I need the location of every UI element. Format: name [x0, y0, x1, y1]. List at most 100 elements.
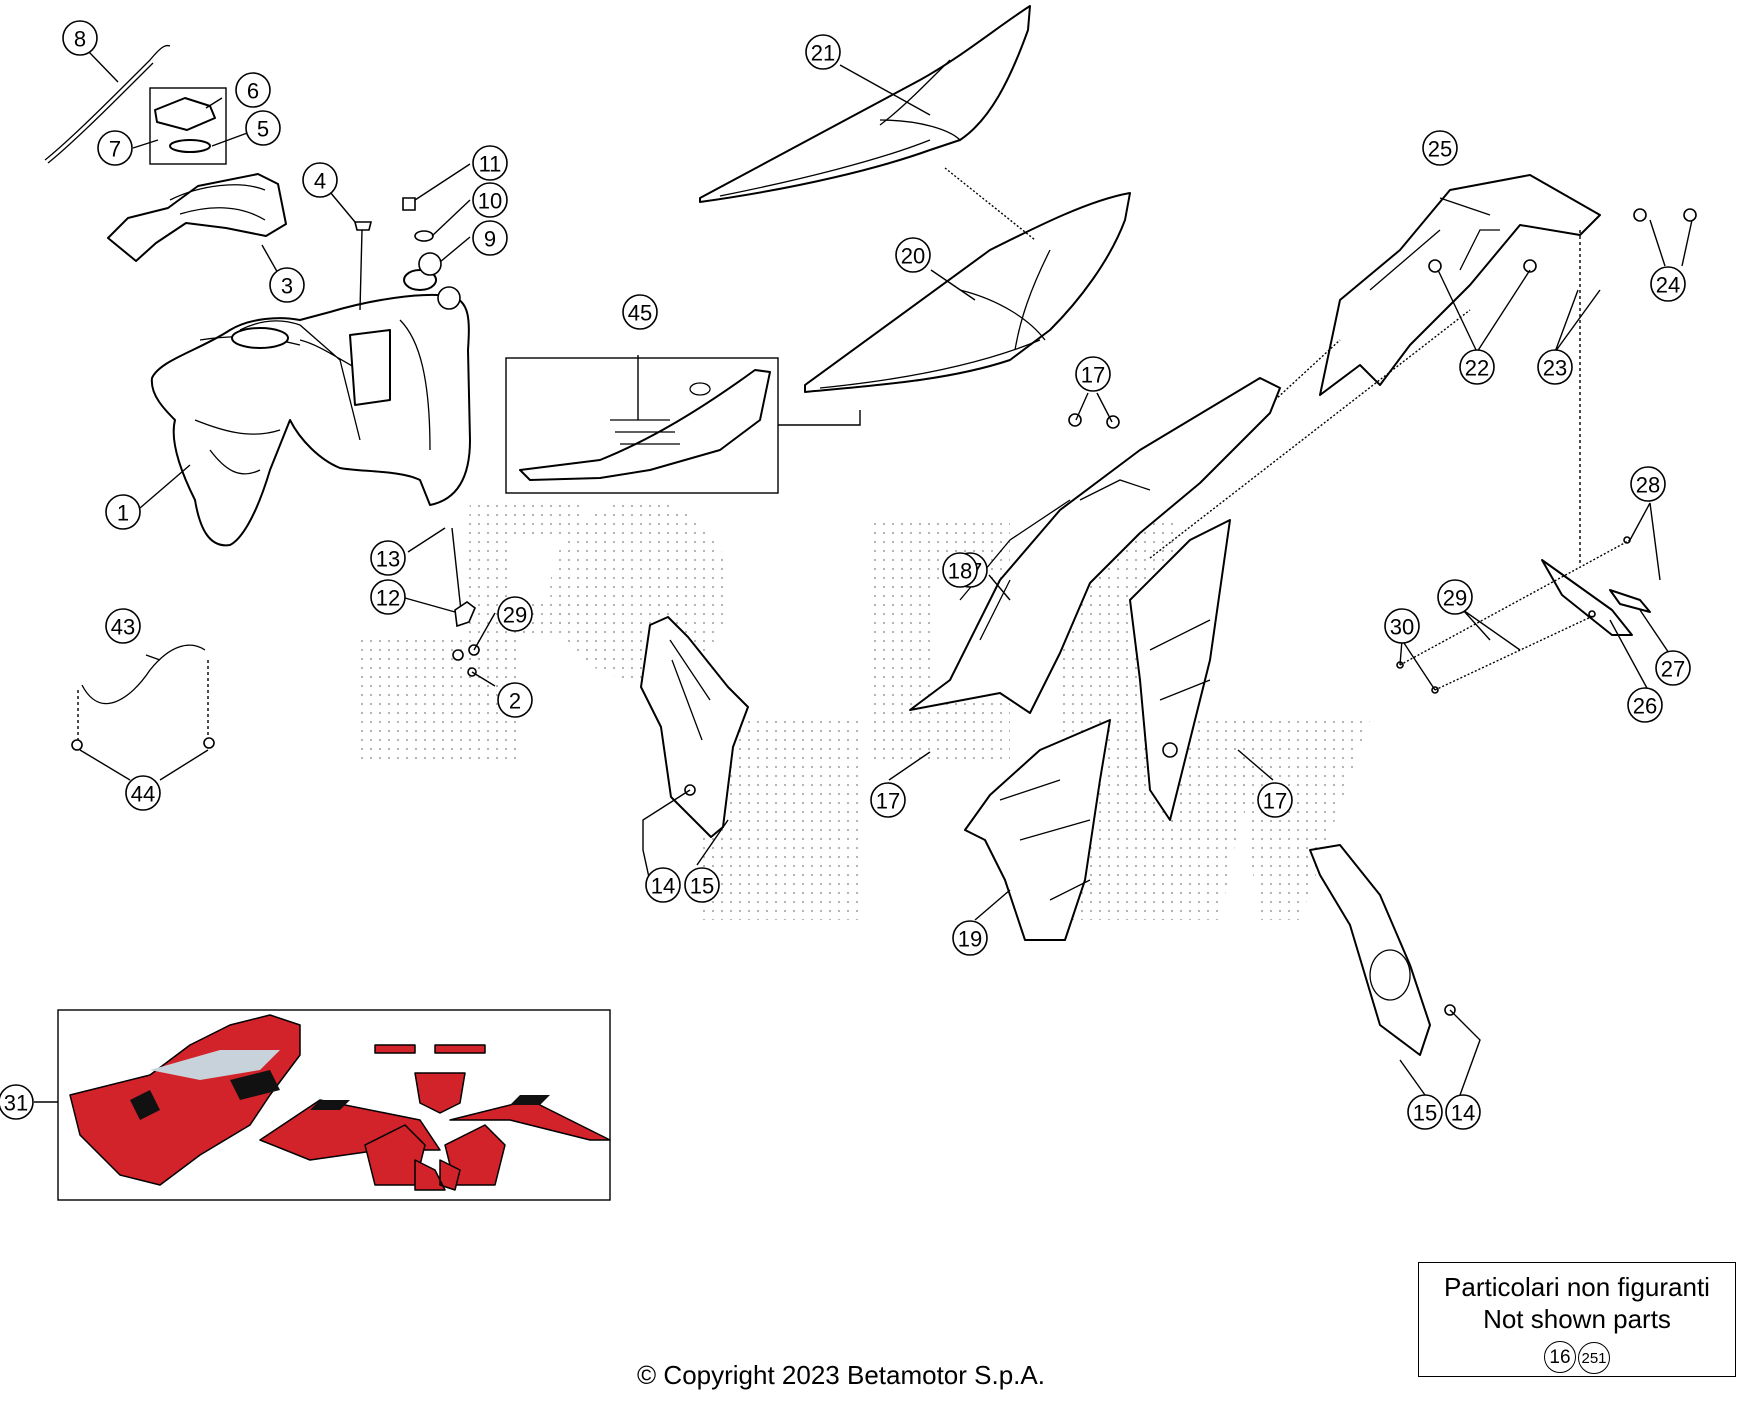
callout-22: 22: [1459, 349, 1495, 385]
callout-20: 20: [895, 237, 931, 273]
callout-23: 23: [1537, 349, 1573, 385]
callout-9: 9: [472, 220, 508, 256]
seat-cover-21: [699, 5, 1031, 203]
callout-45: 45: [622, 294, 658, 330]
note-line-italian: Particolari non figuranti: [1444, 1272, 1710, 1302]
callout-1: 1: [105, 494, 141, 530]
body-panels: [640, 174, 1697, 1056]
callout-number: 19: [958, 927, 982, 952]
callout-31: 31: [0, 1084, 34, 1120]
fuel-tank: [150, 293, 471, 547]
decal-kit: [34, 1009, 611, 1201]
callout-number: 2: [509, 689, 521, 714]
callout-25: 25: [1422, 130, 1458, 166]
callout-number: 8: [74, 27, 86, 52]
callout-2: 2: [497, 682, 533, 718]
callout-number: 3: [281, 274, 293, 299]
callout-number: 9: [484, 227, 496, 252]
fuel-hose: [71, 644, 215, 751]
callout-number: 29: [503, 603, 527, 628]
callout-labels: 1234567891011121314151717171718192021222…: [0, 20, 1691, 1130]
side-panel-left: [640, 616, 749, 838]
callout-number: 17: [1263, 789, 1287, 814]
callout-number: 5: [257, 117, 269, 142]
callout-number: 1: [117, 501, 129, 526]
callout-number: 21: [811, 41, 835, 66]
callout-number: 28: [1636, 473, 1660, 498]
callout-30: 30: [1384, 608, 1420, 644]
callout-13: 13: [370, 540, 406, 576]
callout-11: 11: [472, 145, 508, 181]
callout-44: 44: [125, 775, 161, 811]
callout-3: 3: [269, 267, 305, 303]
callout-number: 20: [901, 244, 925, 269]
callout-number: 11: [479, 152, 502, 177]
breather-tube: [44, 44, 171, 161]
ref-callout: 16: [1544, 1341, 1576, 1373]
callout-12: 12: [370, 579, 406, 615]
callout-number: 14: [651, 874, 675, 899]
callout-number: 13: [376, 547, 400, 572]
callout-17: 17: [870, 782, 906, 818]
side-panel-19: [964, 719, 1111, 941]
callout-28: 28: [1630, 466, 1666, 502]
fuel-tank-group: [44, 44, 480, 677]
leader-lines: [79, 51, 1693, 1096]
callout-number: 15: [1413, 1101, 1437, 1126]
callout-number: 23: [1543, 356, 1567, 381]
copyright-text: © Copyright 2023 Betamotor S.p.A.: [637, 1360, 1045, 1390]
callout-number: 12: [376, 586, 400, 611]
callout-number: 30: [1390, 615, 1414, 640]
callout-19: 19: [952, 920, 988, 956]
note-line-english: Not shown parts: [1483, 1304, 1671, 1334]
callout-5: 5: [245, 110, 281, 146]
filler-cap-6: [154, 97, 216, 131]
rear-fender: [909, 377, 1281, 714]
callout-7: 7: [97, 130, 133, 166]
callout-14: 14: [645, 867, 681, 903]
callout-number: 22: [1465, 356, 1489, 381]
callout-21: 21: [805, 34, 841, 70]
side-panel-right: [1309, 844, 1431, 1056]
callout-17: 17: [1257, 782, 1293, 818]
callout-number: 17: [876, 789, 900, 814]
callout-27: 27: [1655, 650, 1691, 686]
gasket-5: [169, 139, 211, 153]
callout-number: 45: [628, 301, 652, 326]
callout-number: 15: [690, 874, 714, 899]
callout-number: 25: [1428, 137, 1452, 162]
callout-number: 14: [1451, 1101, 1475, 1126]
callout-number: 6: [247, 79, 259, 104]
callout-number: 10: [478, 189, 502, 214]
callout-number: 29: [1443, 586, 1467, 611]
callout-4: 4: [302, 162, 338, 198]
callout-number: 7: [109, 137, 121, 162]
callout-29: 29: [497, 596, 533, 632]
decal-tank-left: [69, 1014, 301, 1186]
callout-number: 24: [1656, 273, 1680, 298]
tank-cover: [107, 173, 287, 262]
callout-8: 8: [62, 20, 98, 56]
callout-number: 18: [948, 559, 972, 584]
callout-26: 26: [1627, 687, 1663, 723]
callout-17: 17: [1075, 356, 1111, 392]
decal-number-plate: [414, 1072, 466, 1114]
callout-15: 15: [1407, 1094, 1443, 1130]
callout-number: 31: [4, 1091, 28, 1116]
callout-18: 18: [942, 552, 978, 588]
callout-10: 10: [472, 182, 508, 218]
ref-callout: 251: [1578, 1342, 1610, 1374]
seat-base: [519, 369, 771, 481]
callout-43: 43: [105, 608, 141, 644]
callout-15: 15: [684, 867, 720, 903]
seat-group: [505, 5, 1131, 494]
callout-number: 27: [1661, 657, 1685, 682]
not-shown-parts-box: Particolari non figuranti Not shown part…: [1418, 1262, 1736, 1377]
callout-number: 43: [111, 615, 135, 640]
callout-number: 26: [1633, 694, 1657, 719]
rear-subframe: [1319, 174, 1601, 396]
callout-14: 14: [1445, 1094, 1481, 1130]
callout-24: 24: [1650, 266, 1686, 302]
